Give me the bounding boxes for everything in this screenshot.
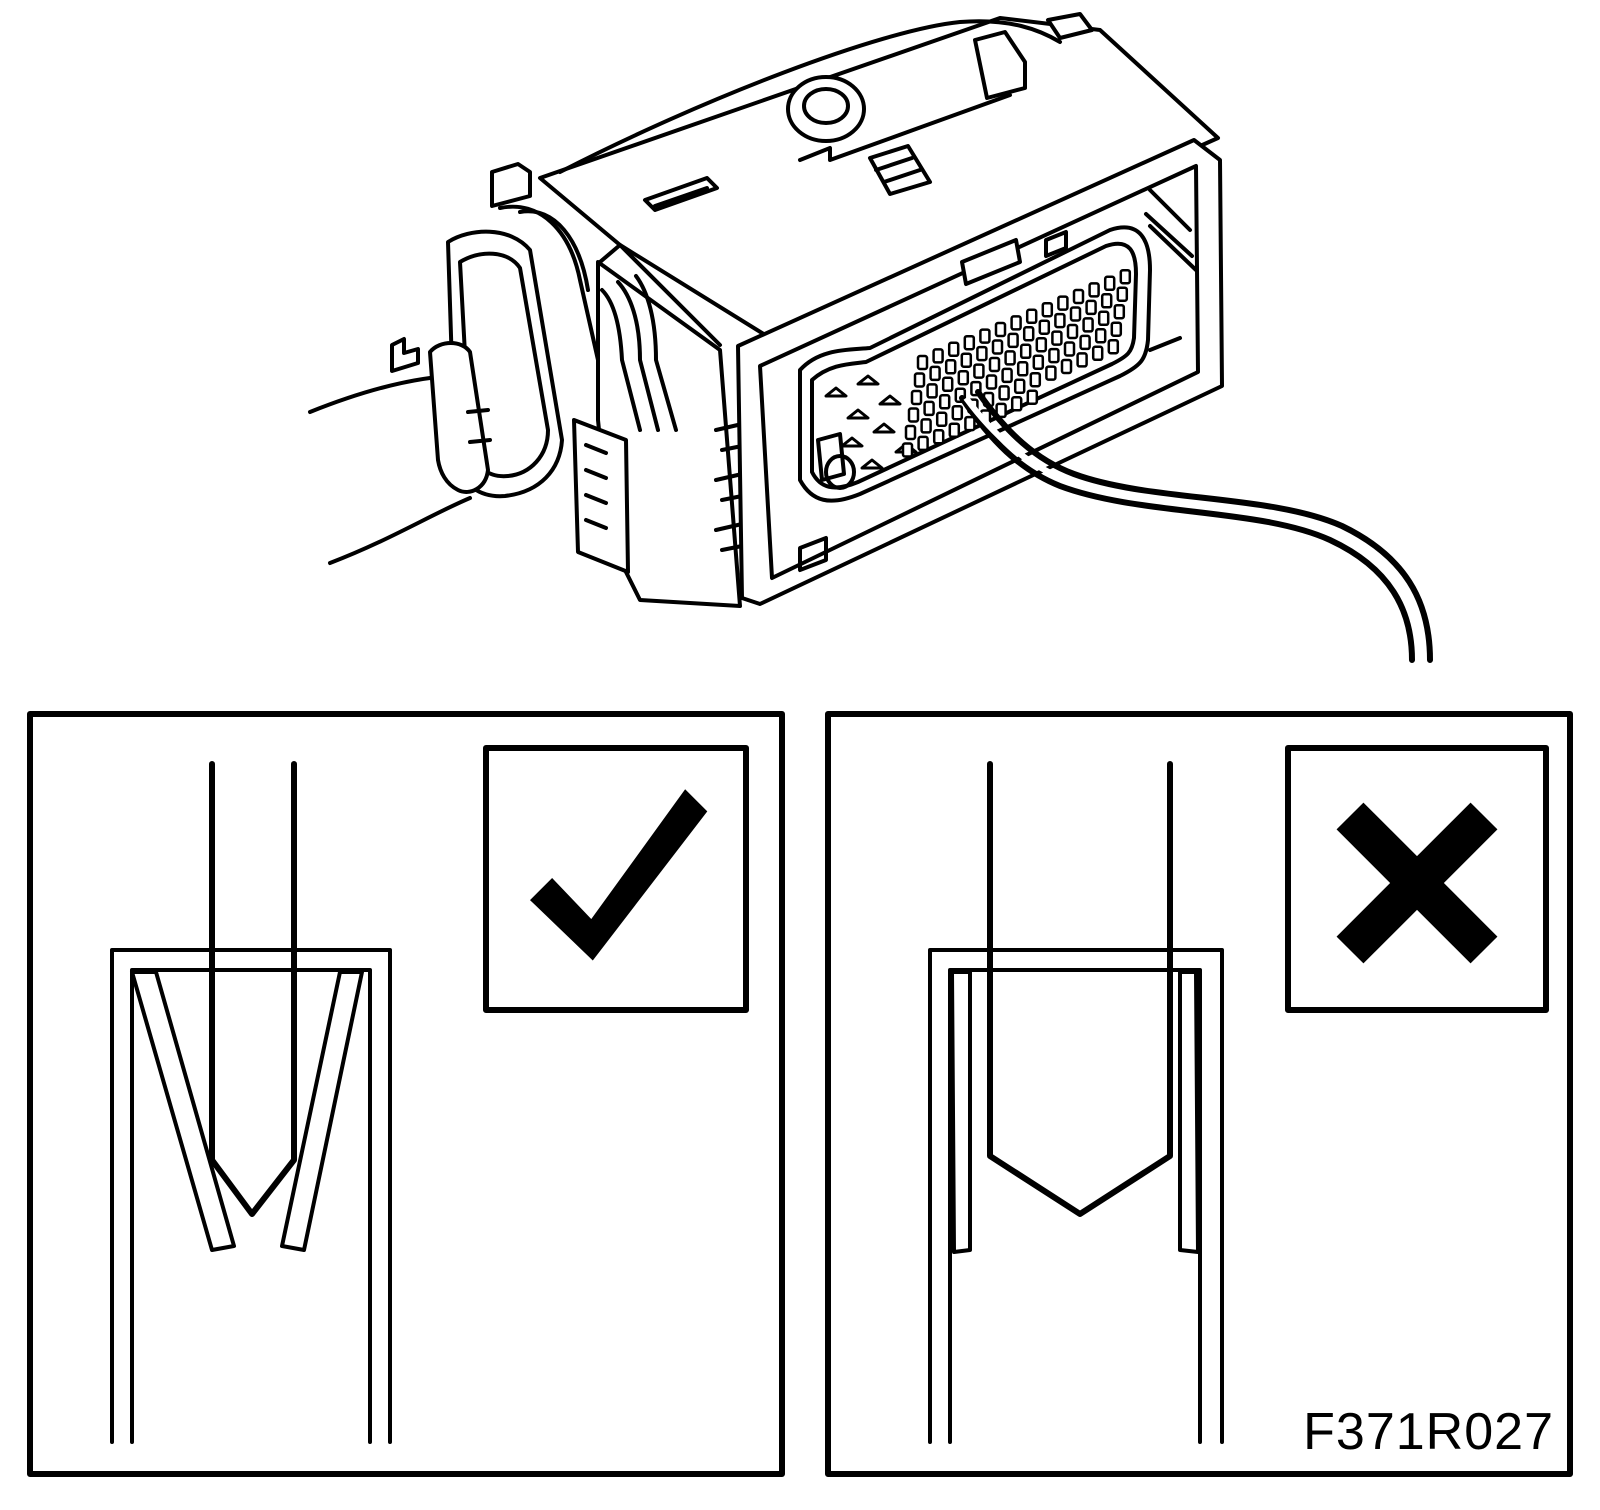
- signal-pin: [1116, 286, 1129, 302]
- signal-pin: [1060, 358, 1073, 375]
- signal-pin: [1110, 321, 1123, 337]
- signal-pin: [1010, 315, 1022, 331]
- signal-pin: [1013, 378, 1026, 395]
- signal-pin: [923, 400, 935, 417]
- signal-pin: [910, 389, 923, 406]
- signal-pin: [920, 418, 932, 434]
- signal-pin: [1103, 275, 1116, 292]
- signal-pin: [1019, 343, 1032, 360]
- signal-pin: [976, 345, 988, 362]
- probe-tip: [209, 761, 297, 1217]
- probe-tip: [987, 761, 1173, 1217]
- signal-pin: [1100, 293, 1113, 309]
- panel-frame: [27, 711, 785, 1477]
- panel-correct: [27, 711, 785, 1477]
- probe-wire: [959, 389, 1433, 663]
- signal-pin: [932, 429, 945, 445]
- signal-pin: [995, 402, 1007, 419]
- signal-pin: [1082, 317, 1094, 333]
- figure-id-label: F371R027: [1303, 1403, 1554, 1461]
- signal-pin: [1029, 371, 1042, 388]
- signal-pin: [963, 334, 976, 351]
- signal-pin: [1025, 308, 1038, 325]
- signal-pin: [998, 385, 1010, 401]
- signal-pin: [1057, 295, 1069, 311]
- signal-pin: [929, 365, 941, 382]
- signal-pin: [1094, 328, 1107, 344]
- signal-pin: [1054, 312, 1066, 329]
- signal-pin: [1001, 367, 1013, 384]
- signal-pin: [907, 407, 920, 423]
- signal-pin: [1076, 352, 1088, 368]
- signal-pin: [1119, 268, 1132, 285]
- signal-pin: [1085, 299, 1097, 316]
- signal-pin: [1007, 332, 1019, 349]
- signal-pin: [917, 435, 929, 452]
- panel-frame: [825, 711, 1573, 1477]
- check-box: [483, 745, 749, 1013]
- check-mark-icon: [530, 789, 708, 961]
- signal-pin: [904, 424, 917, 441]
- signal-pin: [1097, 310, 1110, 327]
- signal-pin: [1069, 306, 1082, 322]
- wire-harness: [308, 337, 472, 565]
- signal-pin: [1113, 303, 1126, 320]
- signal-pin: [973, 363, 985, 379]
- signal-pin: [1063, 341, 1076, 357]
- panel-incorrect: [825, 711, 1573, 1477]
- signal-pin: [1091, 345, 1104, 362]
- signal-pin: [1026, 389, 1039, 405]
- signal-pin: [1035, 336, 1048, 353]
- signal-pin: [932, 348, 944, 364]
- signal-pin: [1088, 282, 1100, 298]
- signal-pin: [944, 359, 957, 375]
- signal-pin: [957, 369, 970, 386]
- signal-pin: [1038, 319, 1051, 335]
- signal-pin: [1107, 338, 1120, 355]
- signal-pin: [1045, 365, 1057, 381]
- terminal-socket: [928, 948, 1224, 1444]
- signal-pin: [1048, 347, 1060, 364]
- connector-illustration: [308, 12, 1433, 663]
- signal-pin: [1004, 350, 1016, 366]
- signal-pin: [935, 411, 948, 428]
- signal-pin: [901, 442, 914, 458]
- signal-pin: [1032, 354, 1045, 370]
- signal-pin: [1010, 396, 1023, 412]
- signal-pin: [979, 328, 991, 344]
- signal-pin: [960, 352, 973, 368]
- signal-pin: [1066, 323, 1079, 340]
- signal-pin: [1041, 301, 1054, 318]
- signal-pin: [913, 372, 926, 388]
- connector-grommet: [428, 162, 600, 499]
- signal-pin: [991, 339, 1004, 355]
- cross-box: [1285, 745, 1549, 1013]
- signal-pin: [926, 383, 938, 399]
- signal-pin: [1072, 288, 1085, 305]
- signal-pin: [938, 394, 951, 410]
- signal-pin: [948, 422, 961, 438]
- cross-mark-icon: [1336, 802, 1498, 964]
- signal-pin: [988, 356, 1001, 373]
- signal-pin: [964, 415, 976, 432]
- signal-pin: [941, 376, 954, 393]
- signal-pin: [1079, 334, 1091, 351]
- connector-pin-face: [798, 225, 1152, 503]
- signal-pin: [1016, 361, 1029, 377]
- signal-pin: [951, 404, 964, 421]
- signal-pin: [994, 321, 1007, 338]
- signal-pin: [985, 374, 998, 390]
- signal-pin: [916, 354, 929, 371]
- signal-pin: [1051, 330, 1063, 346]
- signal-pin: [1022, 326, 1035, 342]
- signal-pin: [947, 341, 960, 358]
- terminal-socket: [110, 948, 392, 1444]
